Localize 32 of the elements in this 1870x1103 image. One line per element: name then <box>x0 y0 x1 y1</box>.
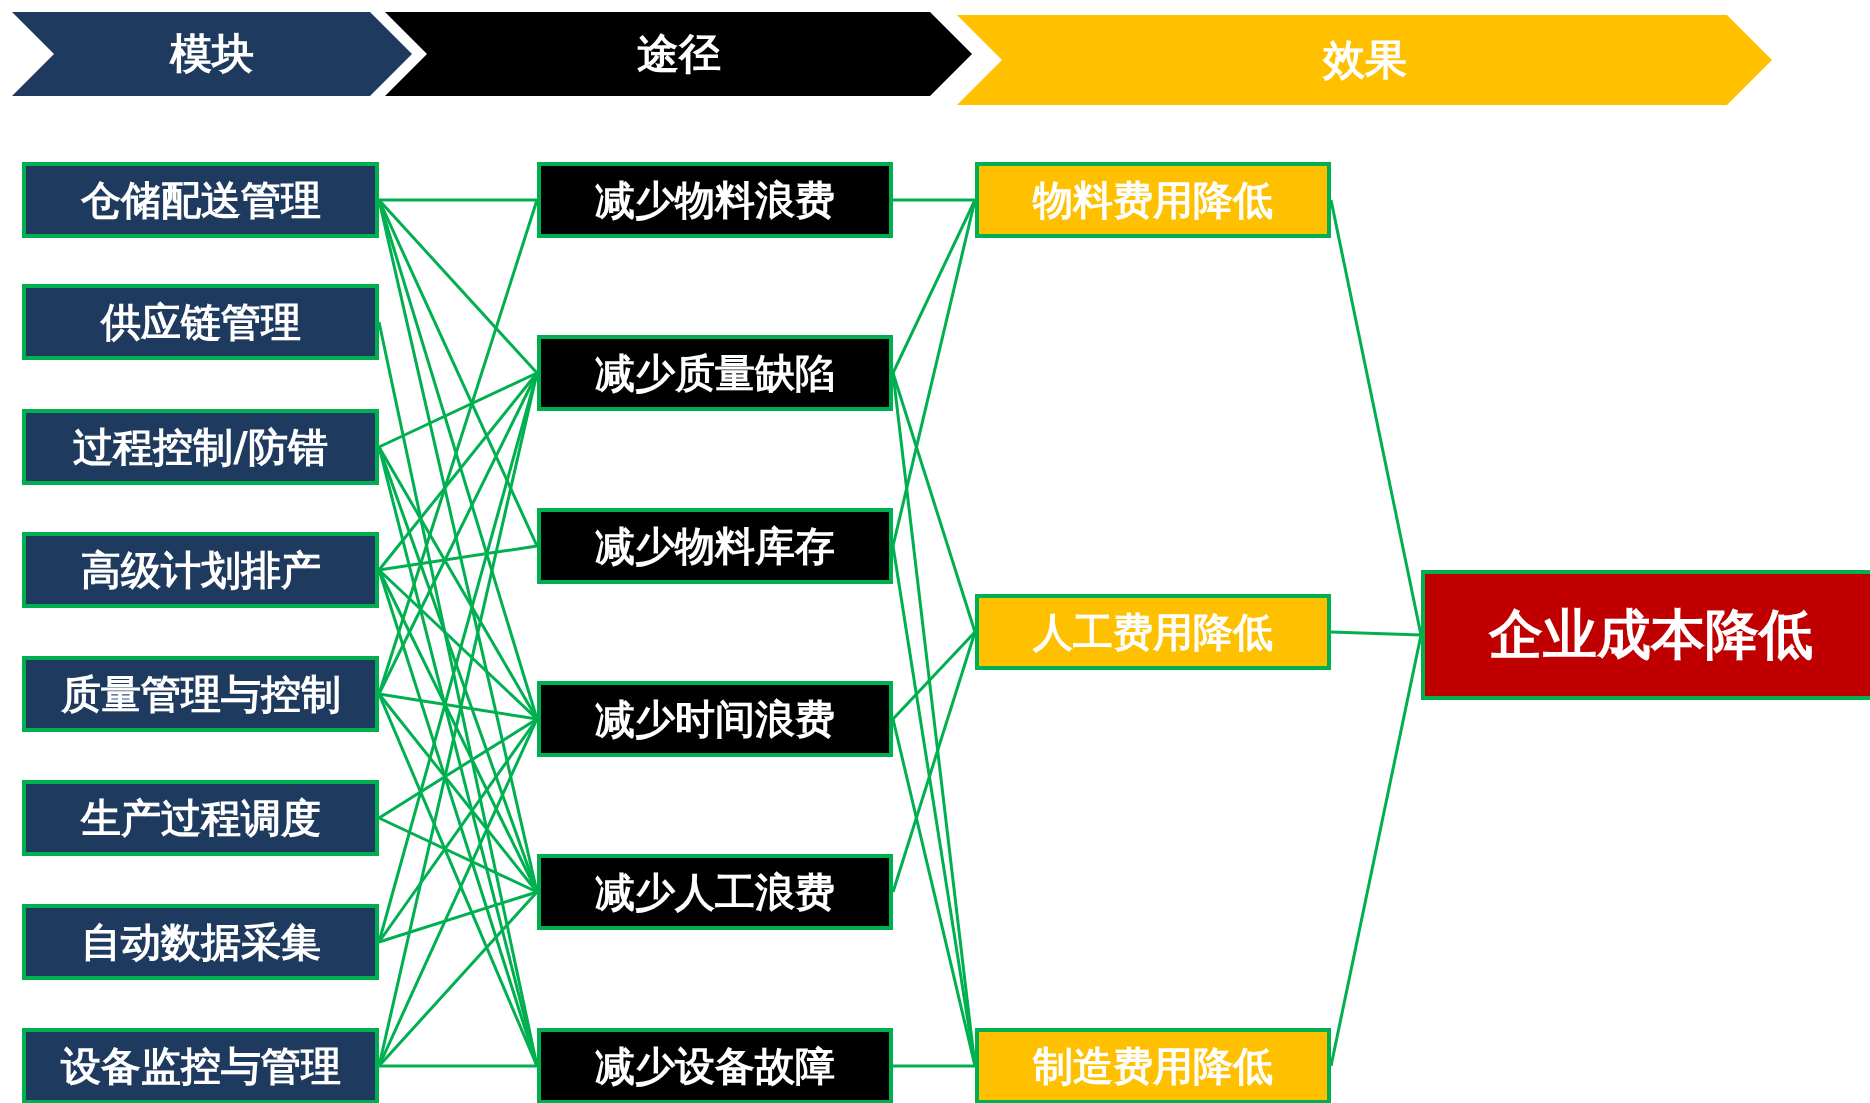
chevron-banner: 途径 <box>385 12 972 96</box>
connector-line <box>378 544 538 572</box>
label-box: 企业成本降低 <box>1421 570 1870 700</box>
connector-line <box>378 717 538 820</box>
label-box: 减少人工浪费 <box>537 854 893 930</box>
connector-line <box>893 1064 975 1068</box>
connector-line <box>379 1064 537 1068</box>
label-box: 生产过程调度 <box>22 780 379 856</box>
label-box: 高级计划排产 <box>22 532 379 608</box>
label-box: 供应链管理 <box>22 284 379 360</box>
connector-line <box>378 816 538 894</box>
label-box: 减少设备故障 <box>537 1028 893 1103</box>
connector-line <box>379 198 537 202</box>
label-box: 仓储配送管理 <box>22 162 379 238</box>
label-box: 减少物料库存 <box>537 508 893 584</box>
connector-line <box>378 692 538 721</box>
label-box: 物料费用降低 <box>975 162 1331 238</box>
label-box: 质量管理与控制 <box>22 656 379 732</box>
label-box: 过程控制/防错 <box>22 409 379 485</box>
label-box: 减少时间浪费 <box>537 681 893 757</box>
label-box: 设备监控与管理 <box>22 1028 379 1103</box>
label-box: 减少质量缺陷 <box>537 335 893 411</box>
label-box: 人工费用降低 <box>975 594 1331 670</box>
connector-line <box>378 890 538 944</box>
connector-line <box>378 371 538 449</box>
label-box: 制造费用降低 <box>975 1028 1331 1103</box>
connector-line <box>893 198 975 202</box>
chevron-banner: 效果 <box>957 15 1772 105</box>
chevron-banner: 模块 <box>12 12 412 96</box>
label-box: 减少物料浪费 <box>537 162 893 238</box>
connector-line <box>1330 630 1422 637</box>
label-box: 自动数据采集 <box>22 904 379 980</box>
